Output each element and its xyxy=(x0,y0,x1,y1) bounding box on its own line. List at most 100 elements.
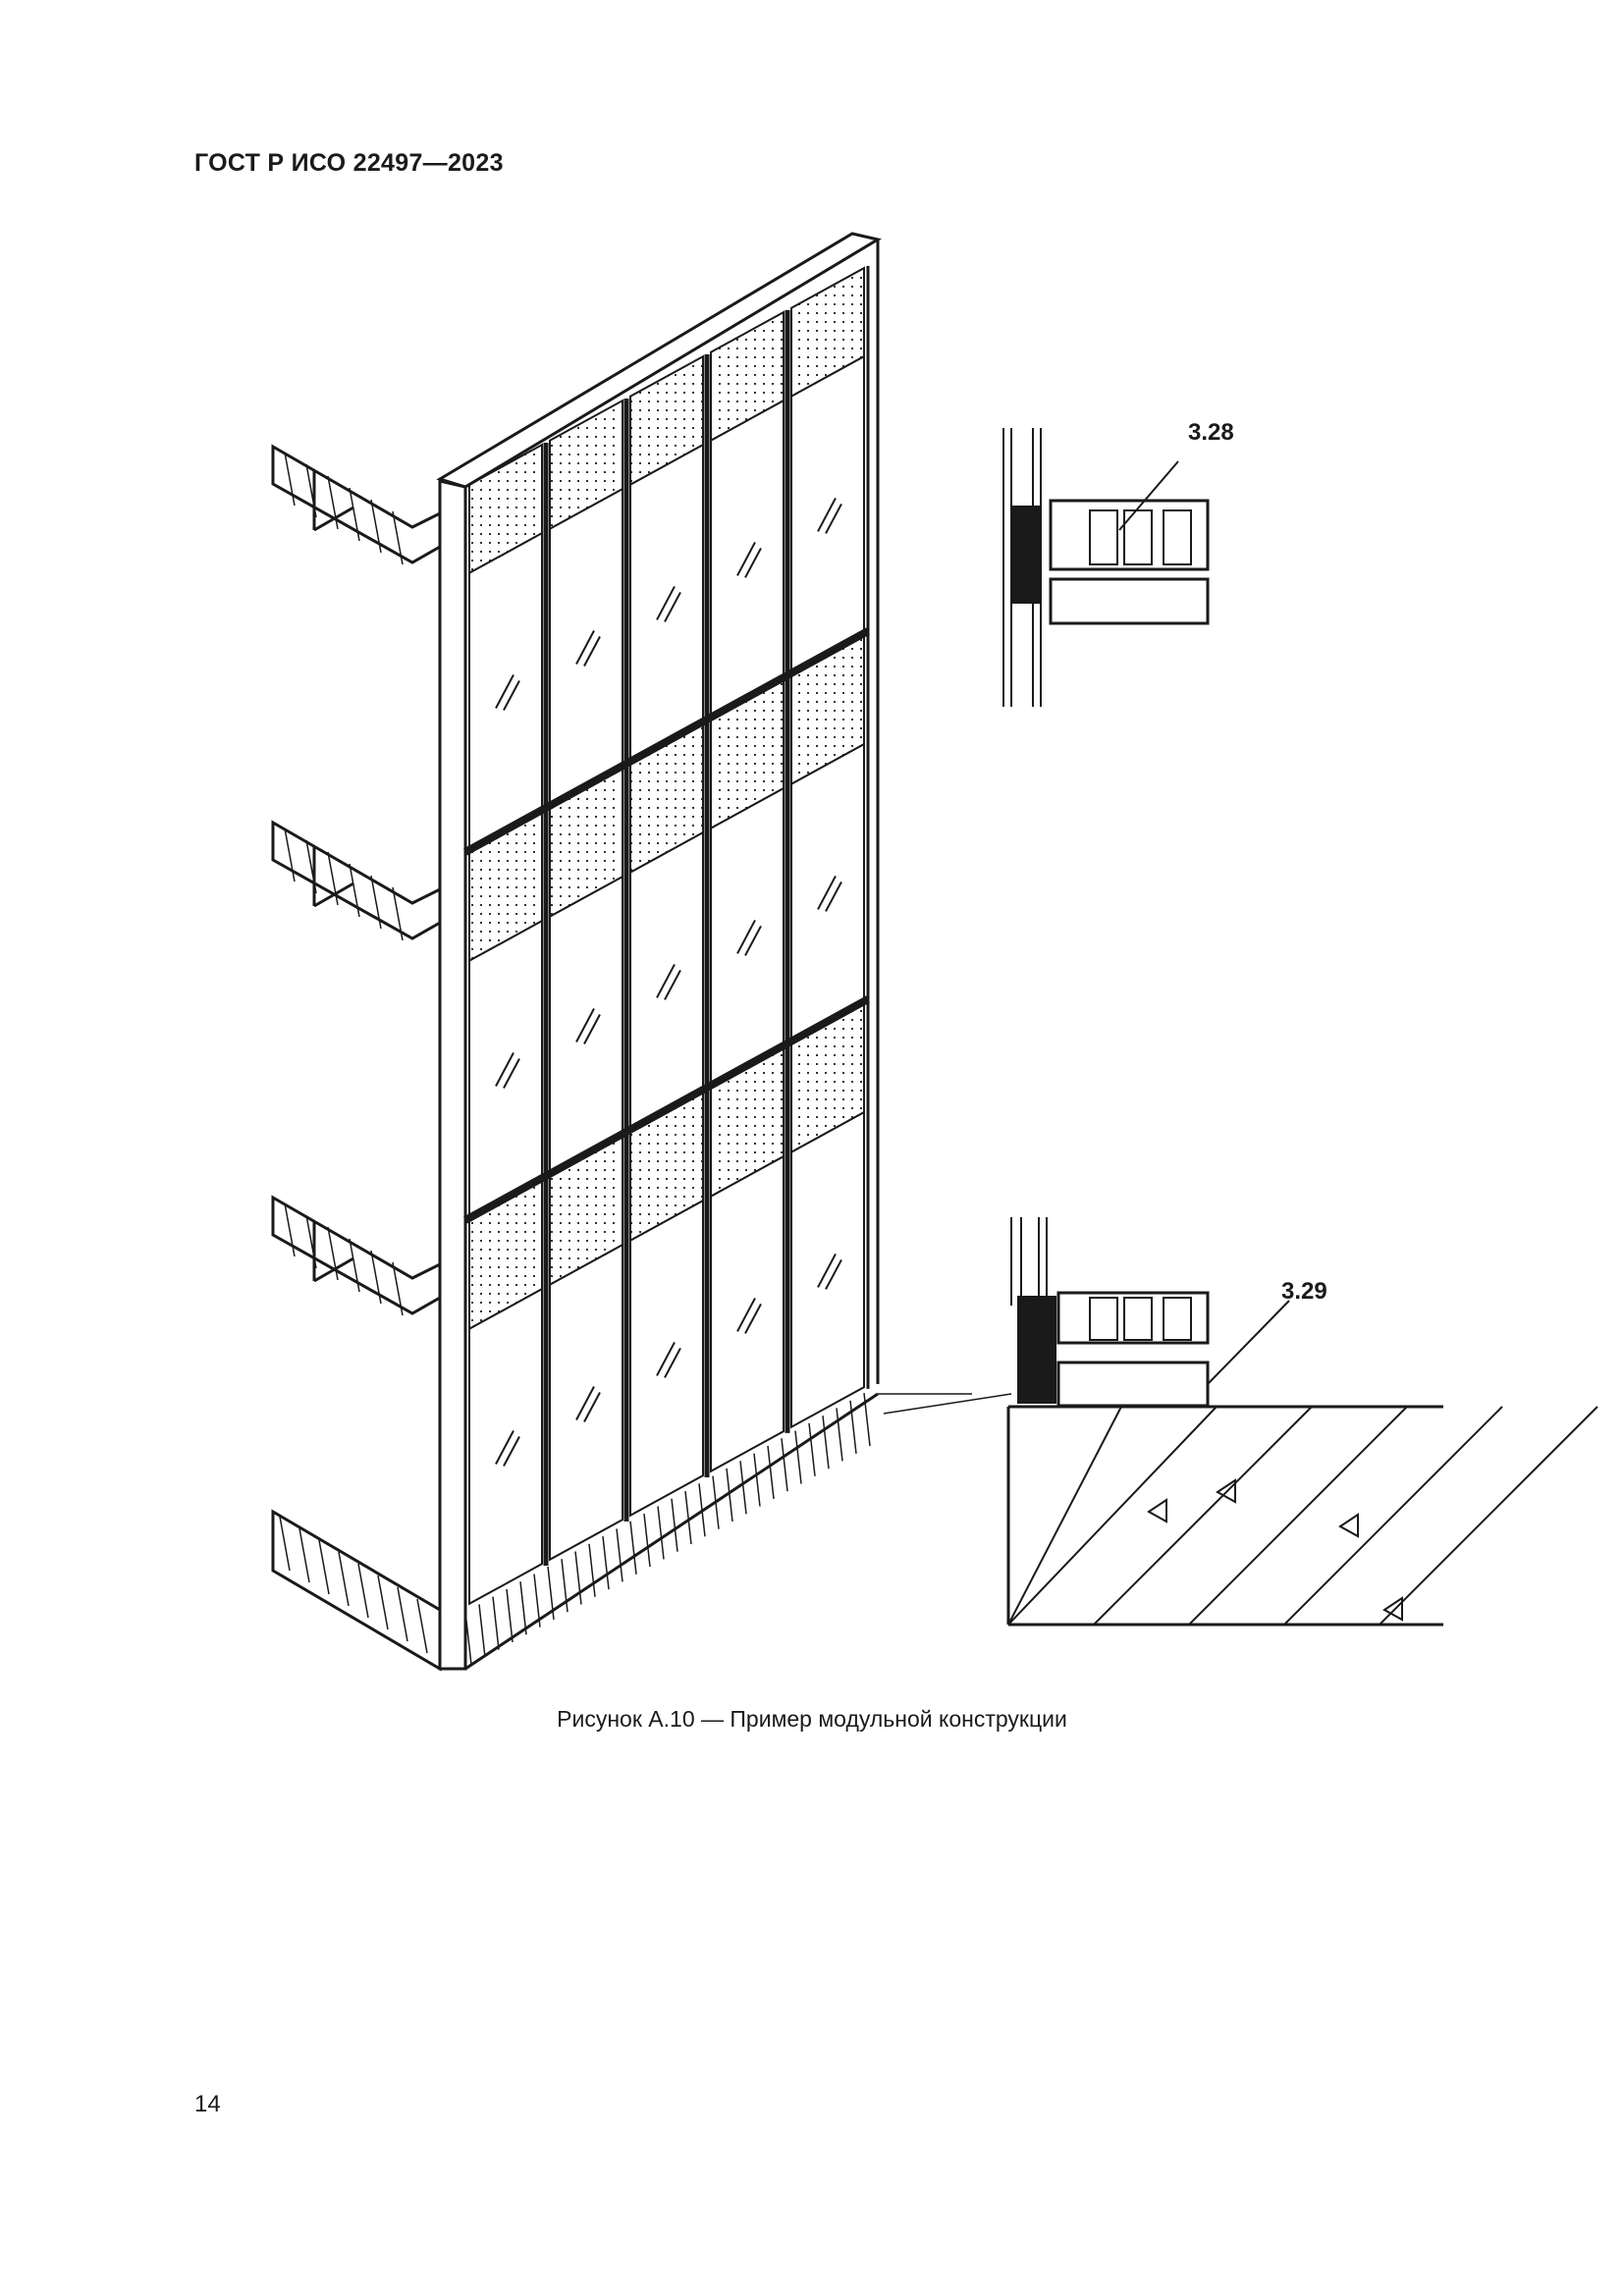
floor-slab-edge xyxy=(313,881,354,908)
floor-slab xyxy=(271,1509,442,1672)
slab-hatch xyxy=(349,863,360,918)
base-hatch xyxy=(506,1588,514,1643)
callout-leader-3-28 xyxy=(1118,460,1179,531)
floor-slab-edge xyxy=(313,1256,354,1283)
base-hatch xyxy=(643,1513,651,1568)
figure-caption: Рисунок А.10 — Пример модульной конструк… xyxy=(557,1706,1067,1732)
floor-slab xyxy=(271,820,442,940)
slab-hatch xyxy=(377,1575,389,1630)
slab-hatch xyxy=(397,1586,408,1642)
base-hatch xyxy=(698,1483,706,1537)
detail-section-base xyxy=(1006,1217,1598,1627)
base-hatch xyxy=(657,1506,665,1560)
slab-hatch xyxy=(392,510,404,565)
base-hatch xyxy=(836,1408,843,1462)
base-hatch xyxy=(602,1536,610,1590)
aggregate-triangle-icon xyxy=(1147,1498,1167,1523)
slab-hatch xyxy=(284,1202,296,1257)
floor-slab xyxy=(271,444,442,564)
profile-chamber xyxy=(1123,509,1153,565)
base-hatch xyxy=(808,1422,816,1476)
stack-joint xyxy=(463,995,870,1224)
slab-hatch xyxy=(392,886,404,941)
base-hatch xyxy=(478,1604,486,1658)
glass-mark-icon xyxy=(744,1303,762,1334)
slab-hatch xyxy=(305,1214,317,1269)
facade-bottom-edge xyxy=(464,1392,879,1671)
slab-hatch xyxy=(338,1551,350,1607)
leader-line xyxy=(883,1393,1012,1415)
glass-mark-icon xyxy=(656,1341,676,1376)
document-header: ГОСТ Р ИСО 22497—2023 xyxy=(194,149,504,177)
glass-mark-icon xyxy=(503,1436,520,1467)
glass-mark-icon xyxy=(575,630,595,665)
callout-label-3-29: 3.29 xyxy=(1281,1278,1327,1305)
callout-leader-3-29 xyxy=(1207,1300,1290,1385)
gasket xyxy=(1017,1296,1056,1404)
slab-hatch xyxy=(370,875,382,930)
aggregate-triangle-icon xyxy=(1382,1596,1403,1622)
slab-hatch xyxy=(370,1250,382,1305)
callout-label-3-28: 3.28 xyxy=(1188,419,1234,446)
glass-mark-icon xyxy=(575,1386,595,1420)
gasket xyxy=(1011,506,1041,604)
glass-mark-icon xyxy=(495,1430,514,1465)
base-hatch xyxy=(629,1521,637,1575)
profile-chamber xyxy=(1163,509,1192,565)
glass-mark-icon xyxy=(583,1392,601,1422)
glass-mark-icon xyxy=(664,1347,681,1378)
glass-mark-icon xyxy=(817,875,837,910)
concrete-hatch xyxy=(1379,1406,1598,1626)
profile-chamber xyxy=(1089,509,1118,565)
glass-mark-icon xyxy=(825,881,842,912)
slab-hatch xyxy=(349,487,360,542)
glass-mark-icon xyxy=(817,497,837,532)
glass-mark-icon xyxy=(744,547,762,578)
glass-mark-icon xyxy=(495,1052,514,1087)
base-hatch xyxy=(781,1438,788,1492)
base-hatch xyxy=(753,1453,761,1507)
base-hatch xyxy=(712,1475,720,1529)
base-hatch xyxy=(588,1543,596,1597)
aggregate-triangle-icon xyxy=(1216,1478,1236,1504)
floor-slab-edge xyxy=(313,506,354,532)
profile-chamber xyxy=(1123,1297,1153,1341)
glass-mark-icon xyxy=(825,503,842,534)
base-hatch xyxy=(547,1566,555,1620)
slab-hatch xyxy=(327,475,339,530)
base-hatch xyxy=(794,1430,802,1484)
glass-mark-icon xyxy=(583,636,601,667)
mullion-profile xyxy=(1056,1291,1210,1345)
base-hatch xyxy=(849,1400,857,1454)
slab-hatch xyxy=(318,1539,330,1595)
glass-mark-icon xyxy=(664,969,681,1000)
glass-mark-icon xyxy=(736,541,756,576)
aggregate-triangle-icon xyxy=(1338,1513,1359,1538)
concrete-hatch xyxy=(1007,1406,1122,1626)
floor-slabs xyxy=(271,444,1012,1672)
base-hatch xyxy=(464,1611,472,1666)
slab-hatch xyxy=(416,1598,428,1654)
page-number: 14 xyxy=(194,2091,221,2117)
base-hatch xyxy=(767,1445,775,1499)
glass-mark-icon xyxy=(656,585,676,620)
slab-hatch xyxy=(327,851,339,906)
base-hatch xyxy=(863,1393,871,1447)
glass-mark-icon xyxy=(495,674,514,709)
glass-mark-icon xyxy=(736,919,756,954)
glass-mark-icon xyxy=(656,963,676,998)
base-hatch xyxy=(684,1490,692,1545)
base-hatch xyxy=(726,1468,733,1522)
glass-mark-icon xyxy=(825,1258,842,1290)
concrete-hatch xyxy=(1188,1406,1408,1626)
slab-hatch xyxy=(370,499,382,554)
glass-mark-icon xyxy=(744,925,762,956)
base-hatch xyxy=(671,1498,678,1552)
profile-chamber xyxy=(1089,1297,1118,1341)
slab-hatch xyxy=(284,452,296,507)
slab-hatch xyxy=(298,1527,310,1583)
detail-section-upper xyxy=(1002,428,1210,707)
stack-joint xyxy=(463,627,870,856)
concrete-hatch xyxy=(1283,1406,1503,1626)
slab-hatch xyxy=(305,839,317,894)
